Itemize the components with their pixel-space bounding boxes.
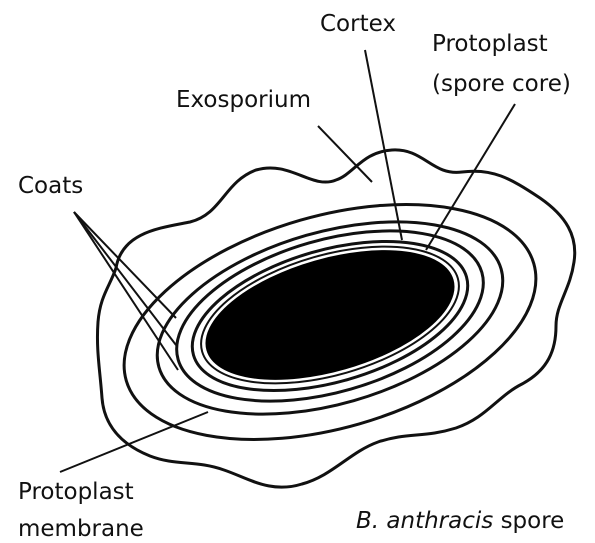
coats-leader-line-2 bbox=[74, 212, 176, 345]
protoplast-membrane-label: Protoplast bbox=[18, 478, 134, 506]
cortex-label: Cortex bbox=[320, 10, 396, 38]
caption-word: spore bbox=[501, 508, 565, 534]
protoplast-membrane-label-line2: membrane bbox=[18, 515, 144, 543]
cortex-leader-line bbox=[365, 50, 402, 240]
protoplast-label: Protoplast bbox=[432, 30, 548, 58]
exosporium-label: Exosporium bbox=[176, 86, 311, 114]
spore-core-label: (spore core) bbox=[432, 70, 571, 98]
figure-caption: B. anthracis spore bbox=[356, 507, 564, 535]
coats-label: Coats bbox=[18, 172, 83, 200]
caption-species: B. anthracis bbox=[356, 508, 493, 534]
